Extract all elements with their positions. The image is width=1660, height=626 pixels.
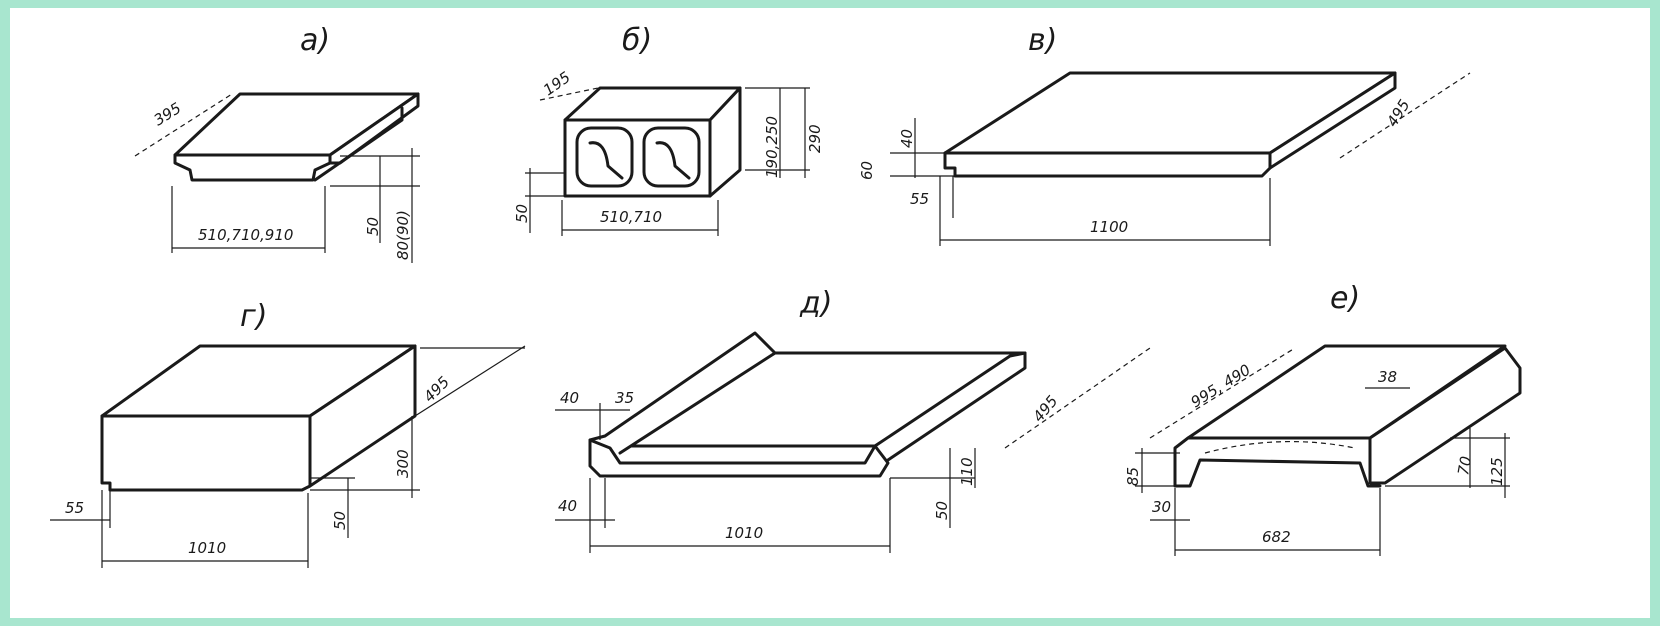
panel-e-dim-length: 682	[1262, 528, 1291, 546]
panel-b-dim-height-opts: 190,250	[763, 116, 781, 178]
panel-b-front-face	[563, 118, 712, 198]
panel-v-dim-edge: 60	[858, 161, 876, 180]
panel-a-rib	[313, 106, 404, 182]
panel-e-dim-rib: 70	[1454, 455, 1475, 477]
panel-g-dim-step: 50	[331, 511, 349, 530]
panel-v: в) 495 40 60 55 1100	[858, 23, 1471, 246]
panel-e: е) 995, 490 38 85 30 682 70 125	[1124, 281, 1522, 556]
panel-v-label: в)	[1028, 23, 1057, 58]
technical-drawing: а) 395 510,710,910 50 80(90) б) 195 510,…	[50, 23, 1522, 568]
panel-e-dim-edge: 85	[1124, 467, 1142, 486]
panel-g: г) 495 300 50 55 1010	[50, 299, 526, 568]
panel-b-dim-height: 290	[806, 124, 824, 153]
panel-d-front-face	[588, 438, 890, 478]
panel-d-dim-rib-height: 40	[560, 389, 579, 407]
panel-d-dim-length: 1010	[725, 524, 763, 542]
panel-v-dim-length: 1100	[1090, 218, 1128, 236]
panel-b-hole-left-inner	[588, 141, 624, 180]
panel-a-dim-width: 395	[151, 99, 185, 129]
panel-g-dim-width: 495	[420, 373, 453, 406]
panel-d-label: д)	[799, 286, 832, 321]
panel-e-dim-height: 125	[1488, 457, 1506, 486]
panel-a: а) 395 510,710,910 50 80(90)	[134, 23, 420, 263]
drawing-sheet: а) 395 510,710,910 50 80(90) б) 195 510,…	[10, 8, 1650, 618]
panel-g-dim-height: 300	[394, 449, 412, 478]
panel-e-label: е)	[1330, 281, 1360, 316]
panel-v-dim-offset: 55	[910, 190, 929, 208]
panel-v-front-face	[943, 151, 1272, 178]
panel-a-dim-length: 510,710,910	[198, 226, 293, 244]
panel-v-width-dimline	[1339, 72, 1471, 159]
panel-g-dim-length: 1010	[188, 539, 226, 557]
panel-e-front-face	[1173, 436, 1382, 488]
panel-b-dim-base: 50	[513, 204, 531, 223]
panel-e-dim-base: 30	[1152, 498, 1171, 516]
panel-e-hollow-line	[1204, 441, 1356, 454]
panel-d: д) 495 40 35 40 1010 50 110	[555, 286, 1151, 553]
panel-v-top-face	[943, 71, 1397, 155]
panel-d-dim-step: 50	[933, 501, 951, 520]
panel-d-dim-base: 40	[558, 497, 577, 515]
panel-a-width-dimline	[134, 93, 233, 157]
panel-b-hole-left	[575, 126, 634, 188]
panel-a-front-face	[173, 153, 332, 182]
panel-d-width-dimline	[1004, 347, 1151, 449]
panel-b: б) 195 510,710 50 190,250 290	[513, 23, 824, 236]
panel-a-label: а)	[300, 23, 330, 58]
panel-g-dim-offset: 55	[65, 499, 84, 517]
panel-g-label: г)	[240, 299, 267, 334]
panel-e-dim-rib-top: 38	[1378, 368, 1397, 386]
panel-v-dim-thickness: 40	[898, 129, 916, 148]
panel-d-dim-height: 110	[958, 457, 976, 486]
panel-b-label: б)	[622, 23, 652, 58]
panel-b-hole-right-inner	[655, 141, 691, 180]
panel-b-hole-right	[642, 126, 701, 188]
panel-e-width-dimline	[1149, 347, 1296, 439]
panel-b-dim-length: 510,710	[600, 208, 662, 226]
panel-g-width-dimline	[414, 345, 526, 417]
panel-b-width-dimline	[539, 87, 599, 101]
panel-a-dim-flange: 50	[364, 217, 382, 236]
panel-d-dim-rib-top: 35	[615, 389, 634, 407]
panel-a-dim-height: 80(90)	[394, 210, 412, 260]
panel-g-front-face	[100, 414, 312, 492]
panel-d-dim-width: 495	[1029, 392, 1061, 426]
